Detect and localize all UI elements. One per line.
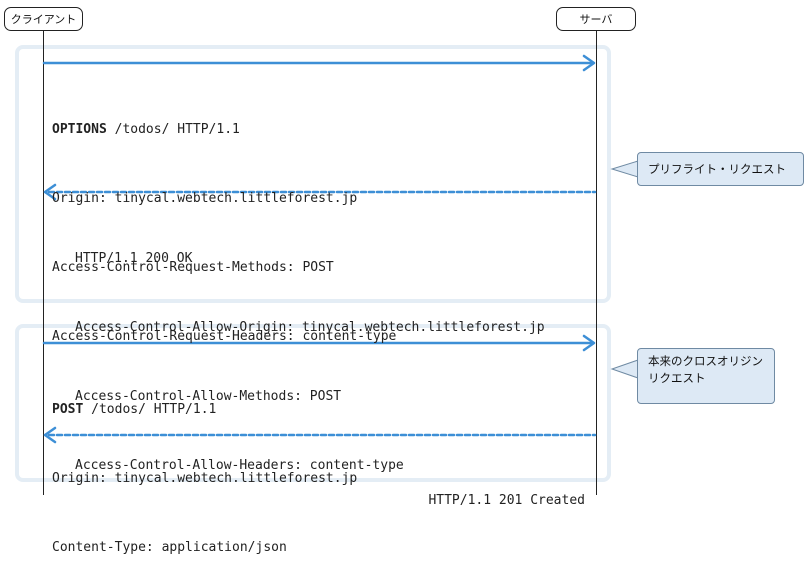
preflight-request-header: Origin: tinycal.webtech.littleforest.jp bbox=[52, 191, 358, 206]
actual-request-line-rest: /todos/ HTTP/1.1 bbox=[83, 402, 217, 417]
preflight-callout-pointer bbox=[610, 160, 639, 178]
message-arrows bbox=[42, 54, 639, 444]
preflight-callout: プリフライト・リクエスト bbox=[637, 152, 804, 186]
preflight-request-header: Access-Control-Request-Headers: content-… bbox=[52, 329, 397, 344]
actual-request-group-frame bbox=[15, 324, 611, 482]
actual-response-line: HTTP/1.1 201 Created bbox=[428, 493, 585, 508]
actual-request-line: POST /todos/ HTTP/1.1 bbox=[52, 398, 357, 421]
server-actor: サーバ bbox=[556, 7, 636, 31]
preflight-response-text: HTTP/1.1 200 OK Access-Control-Allow-Ori… bbox=[75, 201, 545, 500]
actual-request-callout: 本来のクロスオリジン リクエスト bbox=[637, 348, 775, 404]
client-actor: クライアント bbox=[4, 7, 83, 31]
preflight-response-line: Access-Control-Allow-Headers: content-ty… bbox=[75, 458, 404, 473]
actual-callout-line: リクエスト bbox=[648, 371, 706, 385]
actual-response-arrowhead bbox=[43, 426, 57, 444]
preflight-request-arrowhead bbox=[582, 54, 596, 72]
preflight-method: OPTIONS bbox=[52, 122, 107, 137]
preflight-response-line: Access-Control-Allow-Methods: POST bbox=[75, 389, 342, 404]
actual-callout-pointer bbox=[610, 359, 639, 379]
preflight-request-line-rest: /todos/ HTTP/1.1 bbox=[106, 122, 240, 137]
server-lifeline bbox=[596, 31, 597, 495]
preflight-response-line: HTTP/1.1 200 OK bbox=[75, 251, 193, 266]
preflight-request-header: Access-Control-Request-Methods: POST bbox=[52, 260, 334, 275]
preflight-request-text: OPTIONS /todos/ HTTP/1.1 Origin: tinycal… bbox=[52, 72, 396, 371]
actual-request-header: Content-Type: application/json bbox=[52, 540, 287, 555]
actual-response-text: HTTP/1.1 201 Created bbox=[428, 443, 585, 535]
preflight-group-frame bbox=[15, 45, 611, 303]
actual-request-arrowhead bbox=[582, 334, 596, 352]
actual-request-header: Origin: tinycal.webtech.littleforest.jp bbox=[52, 471, 358, 486]
preflight-response-arrowhead bbox=[43, 183, 57, 201]
preflight-response-line: Access-Control-Allow-Origin: tinycal.web… bbox=[75, 320, 545, 335]
actual-callout-line: 本来のクロスオリジン bbox=[648, 354, 763, 368]
client-lifeline bbox=[43, 31, 44, 495]
preflight-request-line: OPTIONS /todos/ HTTP/1.1 bbox=[52, 118, 396, 141]
preflight-callout-label: プリフライト・リクエスト bbox=[648, 162, 786, 176]
actual-method: POST bbox=[52, 402, 84, 417]
actual-request-text: POST /todos/ HTTP/1.1 Origin: tinycal.we… bbox=[52, 352, 357, 582]
